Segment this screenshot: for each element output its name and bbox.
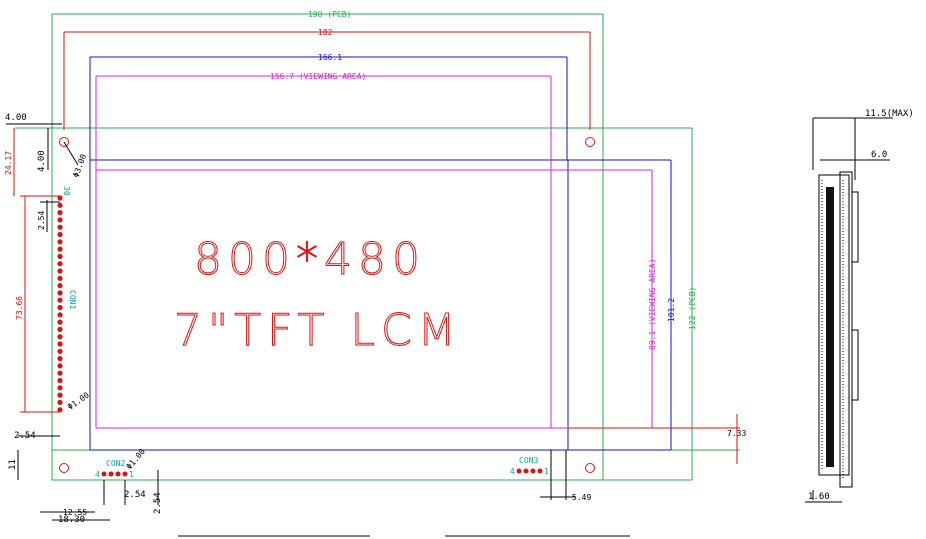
con1-pin [57, 319, 63, 325]
con1-label: CON1 [68, 290, 77, 309]
side-dim-6: 6.0 [871, 150, 887, 160]
dim-2-54-d: 2.54 [153, 492, 163, 514]
con1-pin [57, 268, 63, 274]
con1-pin [57, 407, 63, 413]
con1-pin [57, 377, 63, 384]
con1-pin [57, 326, 63, 332]
con3-pins [516, 468, 543, 474]
con1-pin [57, 239, 63, 245]
con1-pin [57, 363, 63, 369]
con1-pin30: 30 [62, 186, 71, 196]
con1-pin [57, 195, 63, 201]
title-resolution: 800*480 [194, 234, 426, 285]
dim-5-49: 5.49 [572, 493, 591, 502]
mount-hole-tl [59, 137, 69, 147]
con2-pin4: 4 [95, 470, 100, 479]
mount-hole-bl [59, 463, 69, 473]
side-view: 11.5(MAX) 6.0 1.60 [805, 109, 914, 503]
con1-pin [57, 231, 63, 238]
con1-pin [57, 348, 63, 354]
con3-pin1: 1 [544, 467, 549, 476]
mount-hole-tr [585, 137, 595, 147]
con1-pin [57, 283, 63, 289]
con1-pins [57, 195, 63, 413]
dim-12-55: 12.55 [63, 508, 87, 517]
module-outline [89, 159, 569, 451]
con1-pin [57, 392, 63, 398]
con1-pin [57, 290, 63, 296]
dim-pin2: Φ1.00 [125, 447, 147, 471]
dim-24-17: 24.17 [4, 151, 13, 175]
con1-pin [57, 370, 63, 376]
con1-pin [57, 253, 63, 259]
dim-73-66: 73.66 [15, 296, 24, 320]
dim-pcb-width: 190 (PCB) [308, 10, 351, 19]
con1-pin [57, 312, 63, 318]
viewing-area [95, 169, 552, 429]
dim-inner-width: 182 [318, 28, 333, 37]
mount-hole-br [585, 463, 595, 473]
con1-pin [57, 334, 63, 340]
con1-pin [57, 399, 63, 405]
dim-view-width: 156.7 (VIEWING AREA) [270, 72, 366, 81]
con2-pins [101, 471, 128, 477]
dim-2-54-a: 2.54 [37, 211, 46, 230]
side-dim-160: 1.60 [808, 492, 830, 502]
con1-pin [57, 304, 63, 311]
dim-4-00-a: 4.00 [5, 113, 27, 123]
dim-11: 11 [8, 459, 18, 470]
dim-7-33: 7.33 [727, 429, 746, 438]
side-dim-max: 11.5(MAX) [865, 109, 914, 119]
con1-pin [57, 261, 63, 267]
dim-module-width: 166.1 [318, 53, 342, 62]
dim-18-30: 18.30 [58, 515, 85, 525]
con2-label: CON2 [106, 459, 125, 468]
con1-pin [57, 385, 63, 391]
con1-pin [57, 224, 63, 230]
dim-4-00-b: 4.00 [37, 150, 47, 172]
dim-module-height: 101.2 [667, 298, 676, 322]
con1-pin [57, 202, 63, 208]
con1-pin [57, 297, 63, 303]
con2-pin1: 1 [129, 470, 134, 479]
con3-label: CON3 [519, 456, 538, 465]
dim-2-54-c: 2.54 [124, 490, 146, 500]
con1-pin [57, 210, 63, 216]
dim-2-54-b: 2.54 [14, 431, 36, 441]
dim-view-height: 89.1 (VIEWING AREA) [648, 258, 657, 350]
dim-pin1: Φ1.00 [66, 390, 91, 411]
dim-hole: Φ3.00 [71, 153, 88, 179]
title-lcm: 7"TFT LCM [174, 305, 462, 356]
con3-pin4: 4 [510, 467, 515, 476]
con1-pin [57, 246, 63, 252]
con1-pin [57, 217, 63, 223]
con1-pin [57, 356, 63, 362]
con1-pin [57, 341, 63, 347]
dim-pcb-height: 122 (PCB) [688, 287, 697, 330]
con1-pin [57, 275, 63, 281]
